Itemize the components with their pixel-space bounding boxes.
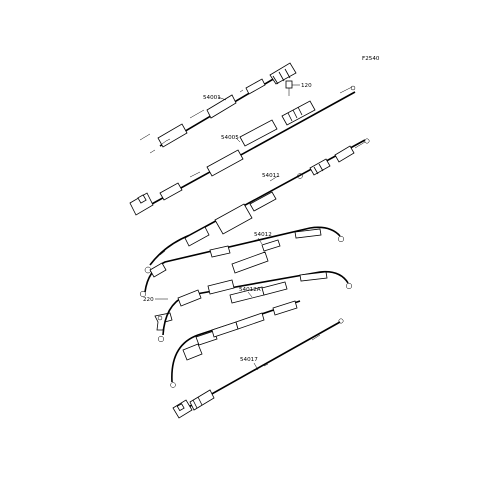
label-54017: 54017 [240,357,258,363]
cable-54012 [139,226,345,298]
figure-code: F2540 [362,56,380,62]
bolt-120 [285,80,300,96]
label-54012: 54012 [254,232,272,238]
cable-54012a [157,270,353,343]
label-120: 120 [301,83,312,89]
cable-54011 [144,138,370,274]
label-220: 220 [143,297,154,303]
label-54011: 54011 [262,173,280,179]
cable-54012a-lower [170,300,301,388]
label-54001: 54001 [203,95,221,101]
cable-54017 [172,318,344,419]
cable-54001 [139,62,297,154]
cable-54005 [129,85,356,216]
label-54012a: 54012A [239,287,261,293]
label-54005: 54005 [221,135,239,141]
